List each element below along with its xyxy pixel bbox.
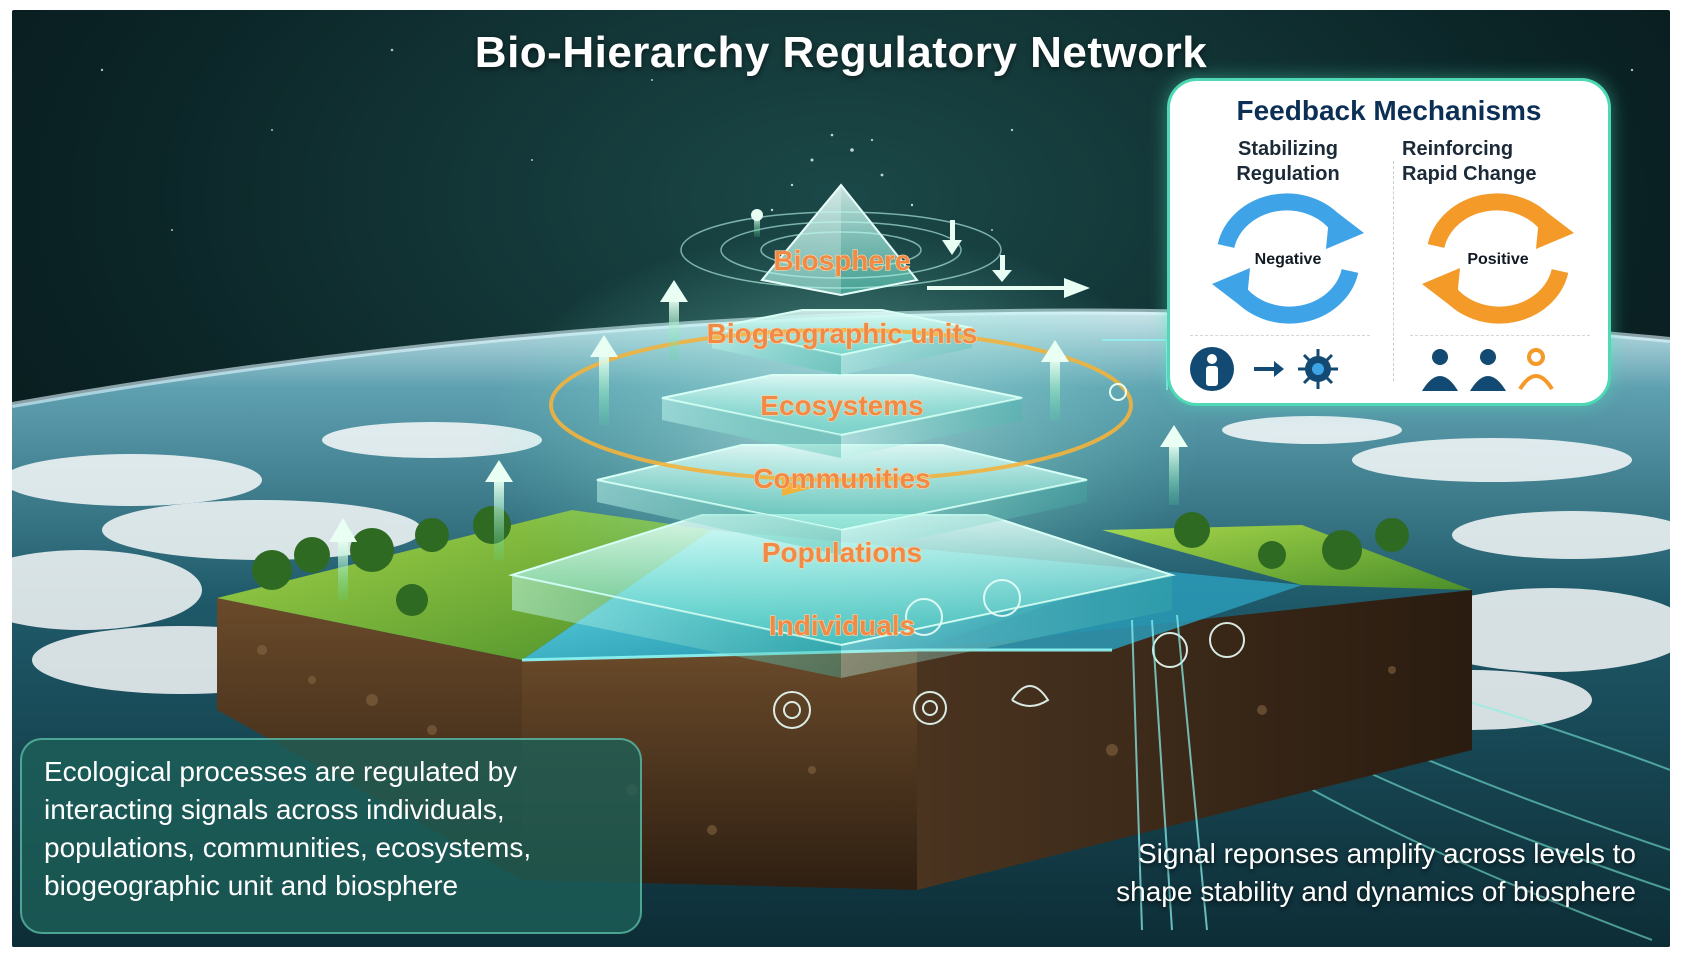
negative-loop-icon: Negative xyxy=(1188,191,1388,326)
positive-loop-icon: Positive xyxy=(1398,191,1598,326)
reinforcing-line1: Reinforcing xyxy=(1402,137,1602,162)
reinforcing-separator xyxy=(1410,335,1590,336)
level-label-communities: Communities xyxy=(753,463,930,494)
person-icon xyxy=(1190,347,1234,391)
feedback-title: Feedback Mechanisms xyxy=(1170,95,1608,127)
stabilizing-line1: Stabilizing xyxy=(1198,137,1378,162)
level-label-biogeographic-units: Biogeographic units xyxy=(707,318,978,349)
feedback-divider xyxy=(1393,161,1394,381)
left-caption-box: Ecological processes are regulated by in… xyxy=(20,738,642,934)
group-icon xyxy=(1400,343,1600,395)
diagram-frame: Bio-Hierarchy Regulatory Network Biosphe… xyxy=(12,10,1670,947)
arrow-right-icon xyxy=(1254,361,1284,377)
left-caption-line-1: Ecological processes are regulated by xyxy=(44,754,517,790)
stabilizing-heading: Stabilizing Regulation xyxy=(1198,137,1378,187)
level-label-individuals: Individuals xyxy=(769,610,915,641)
left-caption-line-2: interacting signals across individuals, xyxy=(44,792,505,828)
level-label-ecosystems: Ecosystems xyxy=(760,390,923,421)
left-caption-line-3: populations, communities, ecosystems, xyxy=(44,830,531,866)
right-caption-line-1: Signal reponses amplify across levels to xyxy=(1138,836,1636,872)
stabilizing-icons xyxy=(1180,343,1390,395)
left-caption-line-4: biogeographic unit and biosphere xyxy=(44,868,458,904)
stabilizing-line2: Regulation xyxy=(1198,162,1378,187)
positive-loop-label: Positive xyxy=(1467,251,1528,268)
negative-loop-label: Negative xyxy=(1255,251,1322,268)
reinforcing-heading: Reinforcing Rapid Change xyxy=(1402,137,1602,187)
right-caption-line-2: shape stability and dynamics of biospher… xyxy=(1116,874,1636,910)
level-label-biosphere: Biosphere xyxy=(774,245,911,276)
stabilizing-separator xyxy=(1190,335,1370,336)
level-label-populations: Populations xyxy=(762,537,922,568)
feedback-panel: Feedback Mechanisms Stabilizing Regulati… xyxy=(1167,78,1611,406)
microbe-icon xyxy=(1298,349,1338,389)
reinforcing-line2: Rapid Change xyxy=(1402,162,1602,187)
